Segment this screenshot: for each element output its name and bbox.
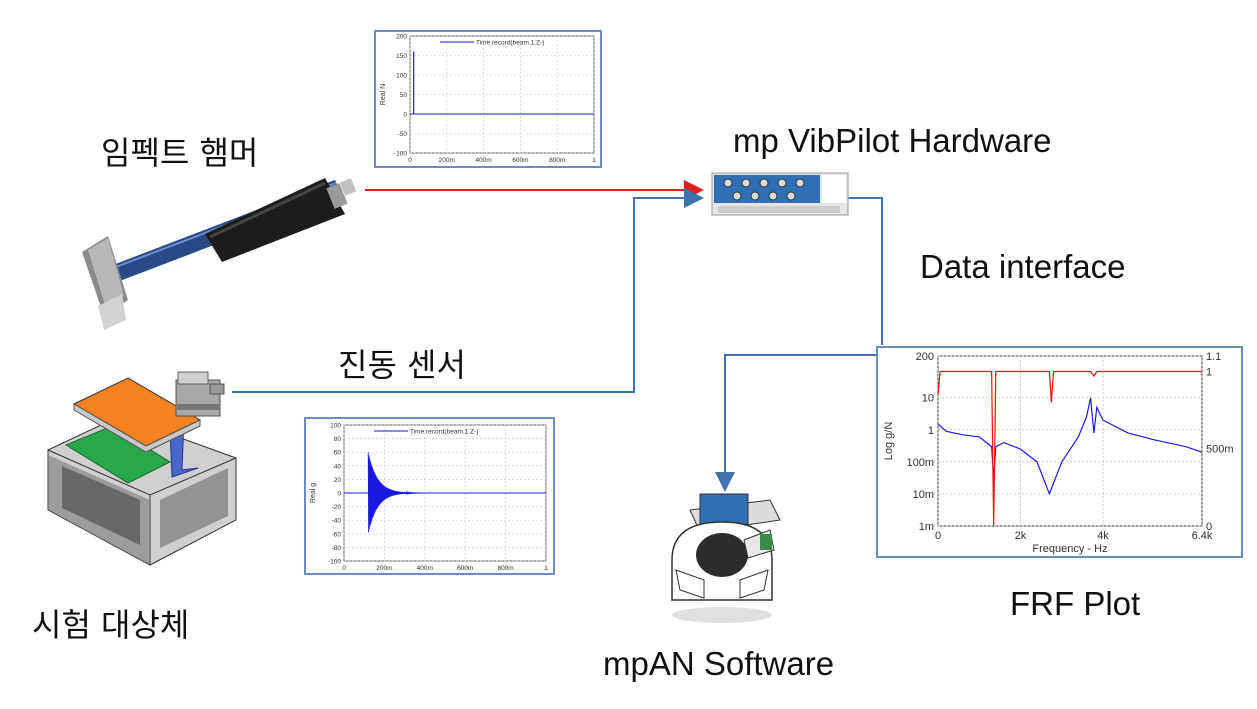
y-tick-label: 150 (396, 53, 407, 60)
legend-label: Time record(beam.1.Z-) (476, 40, 544, 47)
x-tick-label: 400m (417, 565, 433, 572)
frf-series-line (937, 397, 1203, 496)
y-axis-label: Real g (310, 483, 317, 503)
x-tick-label: 600m (512, 157, 528, 164)
decay-trace (367, 452, 466, 533)
y-tick-label: -40 (332, 518, 342, 525)
y-tick-label: 200 (396, 34, 407, 41)
y-tick-label: 10m (913, 489, 934, 501)
x-tick-label: 1 (592, 157, 596, 164)
legend-label: Time record(beam.1.Z-) (410, 429, 478, 436)
y-axis-label: Log g/N (883, 422, 895, 461)
y-tick-label: -20 (332, 504, 342, 511)
sensor-to-hardware-arrow (232, 188, 704, 393)
sensor-time-record-chart: -100 -80 -60 -40 -20 0 20 40 60 80 100 0 200m 400m 600… (310, 423, 548, 573)
y-tick-label: 10 (922, 393, 934, 405)
x-tick-label: 200m (376, 565, 392, 572)
x-tick-label: 400m (475, 157, 491, 164)
y2-tick-label: 500m (1206, 444, 1234, 456)
y-tick-label: 100m (906, 457, 934, 469)
y-tick-label: 80 (334, 436, 342, 443)
y-axis-label: Real N (380, 84, 387, 105)
y-tick-label: 1m (919, 521, 934, 533)
sensor-label: 진동 센서 (338, 346, 466, 384)
y-tick-label: -100 (394, 151, 407, 158)
y-tick-label: 0 (337, 491, 341, 498)
y-tick-label: 60 (334, 450, 342, 457)
y-tick-label: -80 (332, 545, 342, 552)
software-label: mpAN Software (603, 645, 835, 682)
test-object-label: 시험 대상체 (32, 606, 190, 644)
y-tick-label: -100 (328, 559, 341, 566)
y-tick-label: 100 (396, 73, 407, 80)
x-tick-label: 800m (497, 565, 513, 572)
y-tick-label: 50 (400, 92, 408, 99)
x-tick-label: 2k (1015, 530, 1027, 542)
x-tick-label: 0 (342, 565, 346, 572)
y-tick-label: -60 (332, 531, 342, 538)
frf-plot-label: FRF Plot (1010, 585, 1141, 622)
hardware-label: mp VibPilot Hardware (733, 122, 1052, 159)
x-tick-label: 0 (408, 157, 412, 164)
x-tick-label: 6.4k (1192, 530, 1213, 542)
y2-tick-label: 1.1 (1206, 351, 1221, 363)
y2-tick-label: 1 (1206, 366, 1212, 378)
x-tick-label: 0 (935, 530, 941, 542)
y2-tick-label: 0 (1206, 521, 1212, 533)
x-tick-label: 800m (549, 157, 565, 164)
y-tick-label: 100 (330, 423, 341, 430)
x-tick-label: 600m (457, 565, 473, 572)
x-axis-label: Frequency - Hz (1032, 543, 1107, 555)
hammer-time-record-chart: -100 -50 0 50 100 150 200 0 200m 400m 600m 800m 1 Rea… (380, 34, 596, 165)
y-tick-label: 200 (916, 351, 934, 363)
y-tick-label: -50 (398, 131, 408, 138)
x-tick-label: 200m (439, 157, 455, 164)
x-tick-label: 4k (1097, 530, 1109, 542)
x-tick-label: 1 (544, 565, 548, 572)
hardware-to-frf-line (848, 197, 883, 345)
y-tick-label: 40 (334, 463, 342, 470)
frf-to-software-arrow (715, 354, 878, 492)
hammer-time-record-panel: -100 -50 0 50 100 150 200 0 200m 400m 600m 800m 1 Rea… (374, 30, 602, 168)
y-tick-label: 0 (403, 112, 407, 119)
frf-plot-chart: 1m 10m 100m 1 10 200 0 500m 1 1.1 0 2k 4k 6.4kFrequen… (883, 351, 1234, 555)
data-interface-label: Data interface (920, 248, 1126, 285)
sensor-time-record-panel: -100 -80 -60 -40 -20 0 20 40 60 80 100 0 200m 400m 600… (304, 417, 555, 575)
hammer-label: 임펙트 햄머 (101, 134, 259, 172)
coherence-series-line (937, 370, 1202, 527)
y-tick-label: 1 (928, 425, 934, 437)
y-tick-label: 20 (334, 477, 342, 484)
